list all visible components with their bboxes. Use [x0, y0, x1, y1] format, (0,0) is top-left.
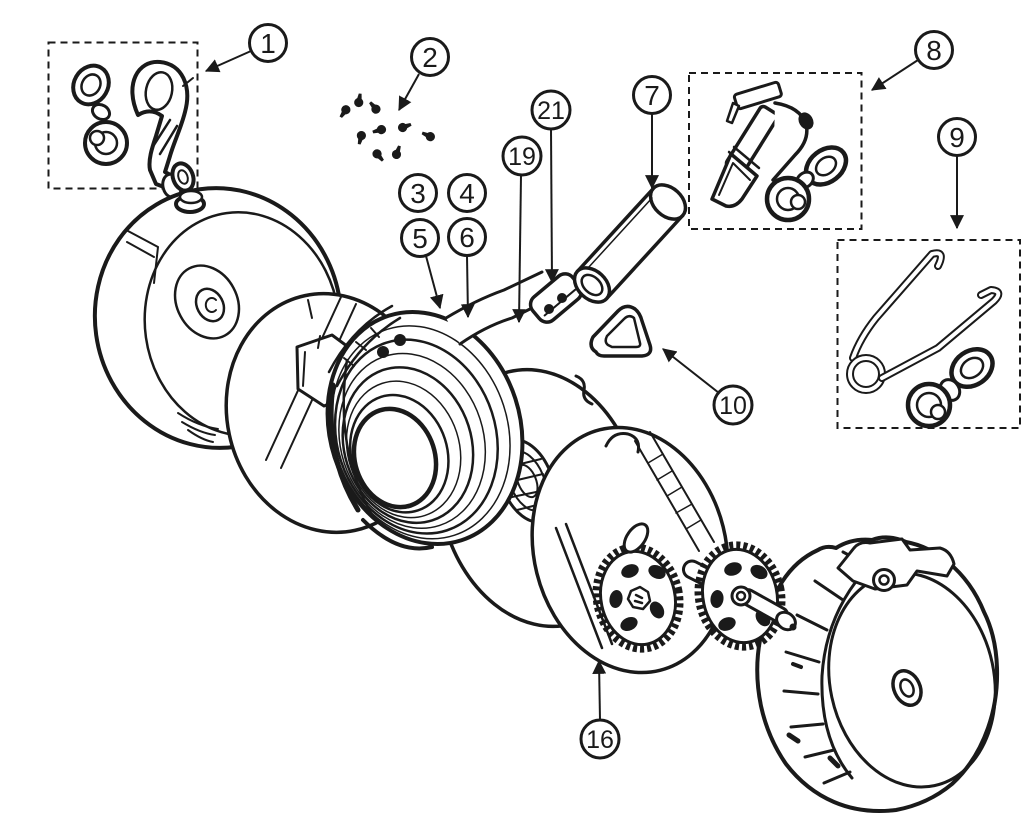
callout-number-4: 4 — [459, 178, 475, 209]
callout-number-1: 1 — [260, 28, 276, 59]
part-triangle-ring — [589, 304, 653, 358]
callout-8: 8 — [871, 30, 954, 91]
leader-line-5 — [425, 255, 444, 310]
kit-box-8 — [688, 72, 863, 230]
part-wire-clip-set — [846, 249, 1003, 429]
callout-5: 5 — [400, 218, 444, 310]
callout-16: 16 — [579, 659, 621, 760]
screw — [354, 93, 364, 108]
screw — [391, 145, 402, 160]
callout-number-19: 19 — [508, 143, 536, 171]
callout-number-10: 10 — [719, 392, 747, 420]
leader-line-10 — [662, 348, 720, 394]
callout-2: 2 — [398, 37, 450, 112]
screw — [356, 130, 366, 145]
callout-circle-19 — [501, 135, 543, 177]
callout-21: 21 — [530, 89, 572, 284]
leader-line-16 — [592, 659, 607, 721]
callout-19: 19 — [501, 135, 543, 324]
screw — [369, 101, 381, 114]
callout-circle-21 — [530, 89, 572, 131]
screw — [339, 105, 351, 118]
screw — [397, 122, 412, 133]
callout-1: 1 — [204, 23, 288, 73]
callout-6: 6 — [447, 217, 487, 319]
screw — [421, 131, 435, 142]
callout-number-3: 3 — [410, 178, 426, 209]
leader-line-6 — [460, 255, 475, 319]
callout-circle-9 — [937, 117, 977, 157]
callout-4: 4 — [447, 173, 487, 213]
part-rear-housing — [755, 535, 1000, 813]
callout-circle-16 — [579, 718, 621, 760]
callout-number-6: 6 — [459, 222, 475, 253]
callout-9: 9 — [937, 117, 977, 230]
leader-line-8 — [871, 59, 919, 91]
callout-circle-6 — [447, 217, 487, 257]
callout-circle-5 — [400, 218, 440, 258]
callout-number-21: 21 — [537, 97, 565, 125]
callout-number-5: 5 — [412, 223, 428, 254]
callout-7: 7 — [632, 75, 672, 190]
callout-circle-2 — [410, 37, 450, 77]
part-tube — [572, 183, 688, 304]
callout-10: 10 — [662, 348, 754, 426]
part-screw-set — [339, 93, 435, 162]
callout-circle-1 — [248, 23, 288, 63]
callout-circle-4 — [447, 173, 487, 213]
screw — [372, 125, 387, 135]
part-spring-coil — [325, 304, 525, 551]
leader-line-2 — [398, 73, 420, 112]
part-clamp-set — [710, 80, 849, 223]
callout-circle-3 — [398, 173, 438, 213]
callout-number-8: 8 — [926, 35, 942, 66]
callout-circle-8 — [914, 30, 954, 70]
callout-number-7: 7 — [644, 80, 660, 111]
callout-number-9: 9 — [949, 122, 965, 153]
kit-box-1 — [47, 41, 199, 190]
callout-circle-7 — [632, 75, 672, 115]
callout-number-2: 2 — [422, 42, 438, 73]
callout-circle-10 — [712, 384, 754, 426]
screw — [372, 149, 384, 162]
leader-line-19 — [512, 174, 527, 324]
part-gear-front — [592, 543, 684, 653]
keyway-slot — [622, 522, 650, 554]
leader-line-1 — [204, 50, 252, 73]
callout-number-16: 16 — [586, 726, 614, 754]
leader-line-21 — [544, 128, 559, 284]
callout-3: 3 — [398, 173, 438, 213]
part-axle-shaft — [730, 585, 797, 632]
